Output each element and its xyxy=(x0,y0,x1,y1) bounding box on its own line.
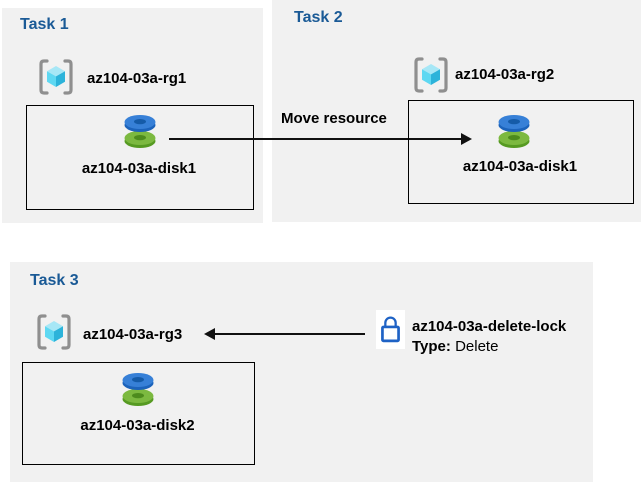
resource-group-icon xyxy=(34,312,74,357)
delete-lock-type: Type: Delete xyxy=(412,338,498,355)
lock-type-value: Delete xyxy=(450,338,499,355)
lock-arrow-line xyxy=(214,333,365,335)
task2-title: Task 2 xyxy=(294,9,343,26)
resource-group-name: az104-03a-rg3 xyxy=(83,326,183,343)
disk-name: az104-03a-disk1 xyxy=(462,158,578,175)
disk-icon xyxy=(119,370,157,413)
disk-name: az104-03a-disk2 xyxy=(80,417,195,434)
resource-group-name: az104-03a-rg1 xyxy=(87,70,187,87)
move-resource-label: Move resource xyxy=(281,110,387,127)
lock-icon xyxy=(376,310,405,349)
resource-group-icon xyxy=(36,57,76,102)
resource-group-icon xyxy=(411,55,451,100)
move-arrow-line xyxy=(169,138,463,140)
disk-name: az104-03a-disk1 xyxy=(81,160,197,177)
task1-panel xyxy=(2,8,263,223)
task2-resource-box xyxy=(408,100,634,204)
task3-panel xyxy=(10,262,593,482)
task2-panel xyxy=(272,0,641,222)
task3-resource-box xyxy=(22,362,255,465)
resource-group-name: az104-03a-rg2 xyxy=(455,66,555,83)
lock-type-label: Type: xyxy=(412,338,451,355)
disk-icon xyxy=(121,112,159,155)
lock-arrowhead-left-icon xyxy=(204,328,215,340)
task1-resource-box xyxy=(26,105,254,210)
task1-title: Task 1 xyxy=(20,16,69,33)
delete-lock-name: az104-03a-delete-lock xyxy=(412,318,567,335)
task3-title: Task 3 xyxy=(30,272,79,289)
disk-icon xyxy=(495,112,533,155)
move-arrowhead-right-icon xyxy=(461,133,472,145)
